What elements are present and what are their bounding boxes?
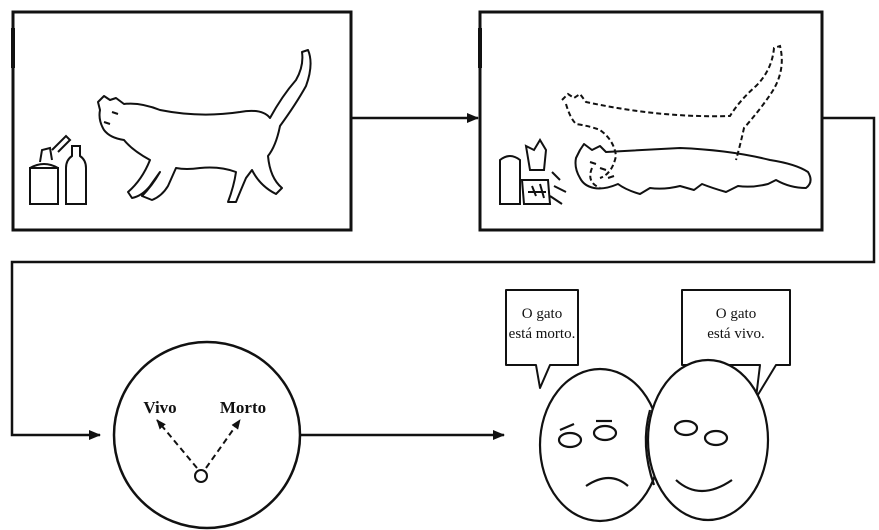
bubble-alive-text: O gato está vivo. <box>684 304 788 344</box>
dashed-arrow-vivo <box>156 419 198 469</box>
cat-dead-lying-icon <box>574 143 812 195</box>
sad-face-icon <box>538 367 662 523</box>
label-morto: Morto <box>219 398 267 417</box>
cat-alive-dashed-icon <box>561 44 783 189</box>
connector-panel2-to-circle <box>10 116 876 440</box>
bubble-dead-line2: está morto. <box>508 326 576 342</box>
bubble-alive-line1: O gato <box>715 306 757 322</box>
cat-walking-icon <box>97 49 312 203</box>
bubble-dead-text: O gato está morto. <box>500 304 584 344</box>
observer-circle <box>112 340 302 530</box>
broken-bottles-icon <box>499 138 567 205</box>
speech-bubble-dead <box>505 289 579 389</box>
bubble-alive-line2: está vivo. <box>707 326 765 342</box>
bubble-dead-line1: O gato <box>521 306 563 322</box>
label-vivo: Vivo <box>143 398 177 417</box>
happy-face-icon <box>644 358 770 522</box>
observer-origin-icon <box>194 469 208 483</box>
panel-cat-superposition <box>478 10 824 232</box>
bottles-icon <box>29 134 87 205</box>
panel-cat-approaching <box>11 10 353 232</box>
